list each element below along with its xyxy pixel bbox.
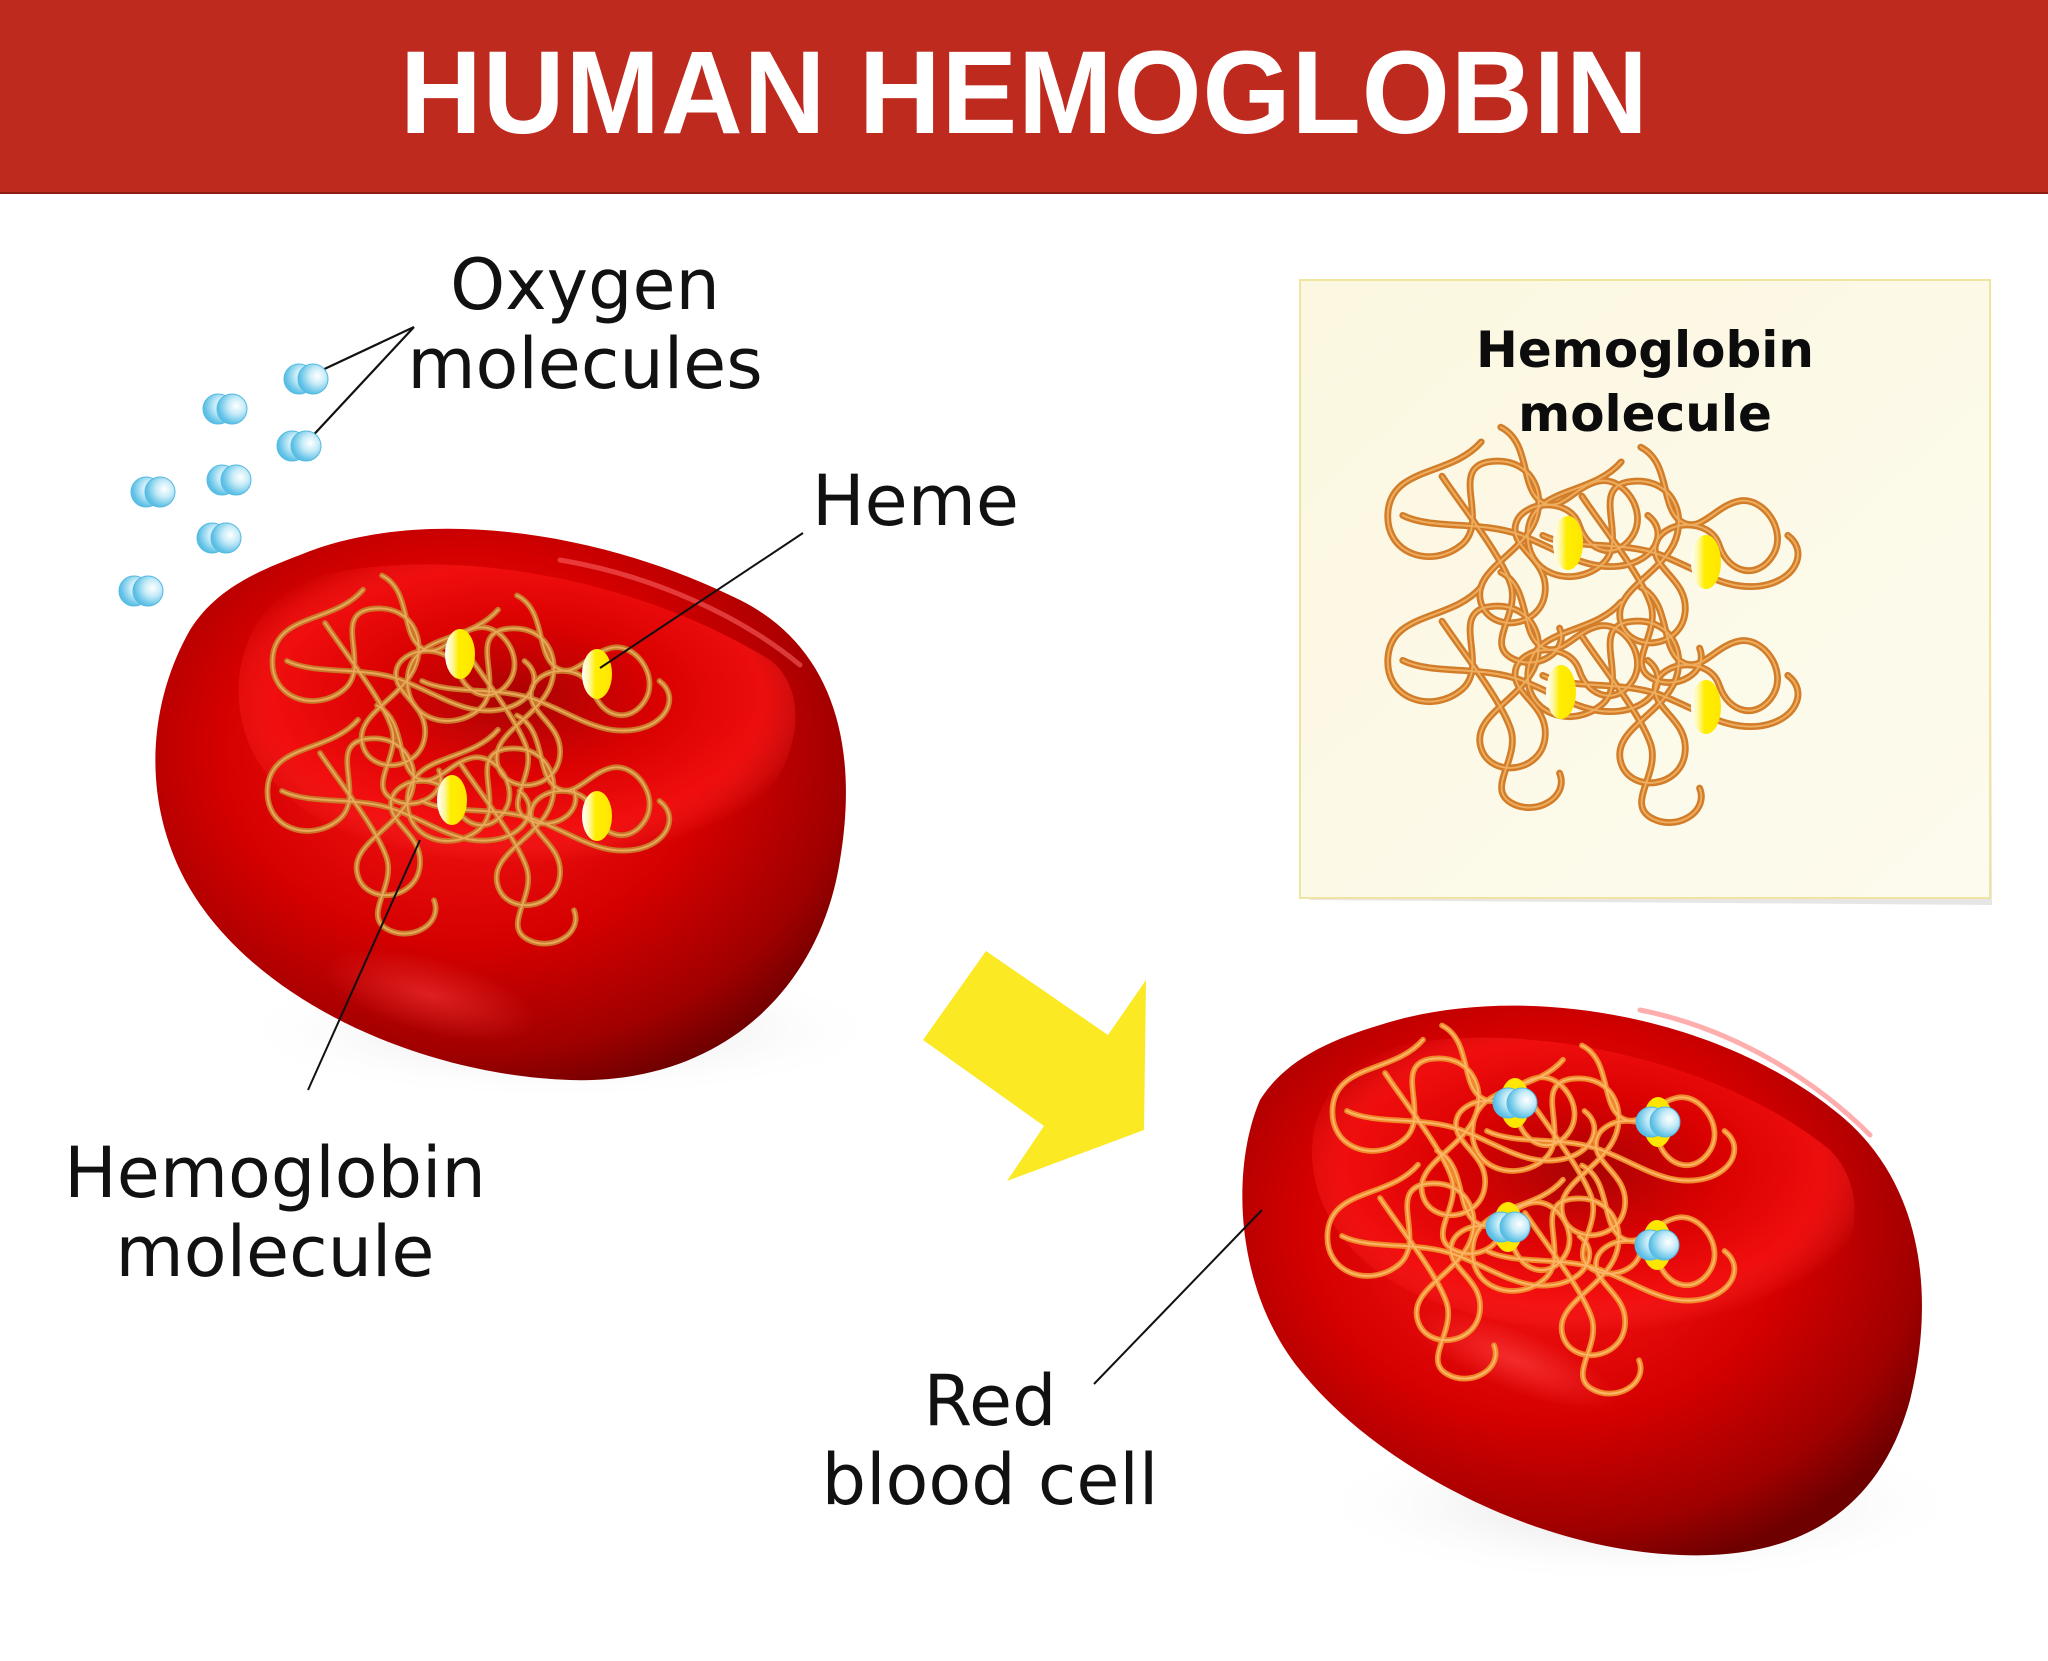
heme-with-oxygen-icon [1635, 1097, 1681, 1147]
heme-icon [445, 629, 475, 679]
oxygen-molecule-icon [130, 476, 176, 508]
red-blood-cell-deoxygenated [155, 528, 890, 1100]
rbc-label-line1: Red [923, 1360, 1057, 1442]
free-oxygen-molecules [118, 363, 329, 607]
hemoglobin-label-line1: Hemoglobin [64, 1132, 486, 1214]
oxygen-molecule-icon [206, 464, 252, 496]
panel-title-line1: Hemoglobin [1475, 321, 1814, 379]
heme-icon [1691, 535, 1721, 589]
oxygen-molecule-icon [202, 393, 248, 425]
heme-with-oxygen-icon [1634, 1220, 1680, 1270]
panel-title-line2: molecule [1518, 385, 1772, 443]
transition-arrow-icon [923, 951, 1146, 1181]
panel-title: Hemoglobin molecule [1300, 318, 1990, 446]
red-blood-cell-leader-line [1093, 1209, 1263, 1385]
oxygen-label-line2: molecules [407, 323, 763, 406]
heme-icon [1553, 516, 1583, 570]
rbc-label-line2: blood cell [821, 1439, 1159, 1522]
hemoglobin-label-line2: molecule [115, 1211, 435, 1294]
heme-icon [1546, 665, 1576, 719]
hemoglobin-molecule-panel [1299, 279, 1992, 905]
page-title: HUMAN HEMOGLOBIN [399, 27, 1649, 159]
oxygen-leader-lines [305, 326, 415, 444]
oxygen-molecule-icon [276, 430, 322, 462]
heme-leader-line [599, 532, 804, 669]
oxygen-label-line1: Oxygen [450, 244, 720, 326]
title-banner: HUMAN HEMOGLOBIN [0, 0, 2048, 194]
oxygenated-heme-groups [1485, 1078, 1681, 1270]
oxygen-molecules-label: Oxygen molecules [395, 244, 775, 406]
heme-icon [437, 775, 467, 825]
red-blood-cell-oxygenated [1242, 1005, 1970, 1585]
heme-label: Heme [812, 460, 1019, 542]
oxygen-molecule-icon [118, 575, 164, 607]
heme-with-oxygen-icon [1492, 1078, 1538, 1128]
oxygen-molecule-icon [196, 522, 242, 554]
oxygen-molecule-icon [283, 363, 329, 395]
red-blood-cell-label: Red blood cell [800, 1360, 1180, 1522]
heme-with-oxygen-icon [1485, 1202, 1531, 1252]
hemoglobin-molecule-label: Hemoglobin molecule [50, 1132, 500, 1294]
hemoglobin-leader-line [307, 839, 421, 1091]
heme-icon [582, 649, 612, 699]
heme-groups [437, 629, 612, 841]
heme-icon [1691, 680, 1721, 734]
heme-icon [582, 791, 612, 841]
